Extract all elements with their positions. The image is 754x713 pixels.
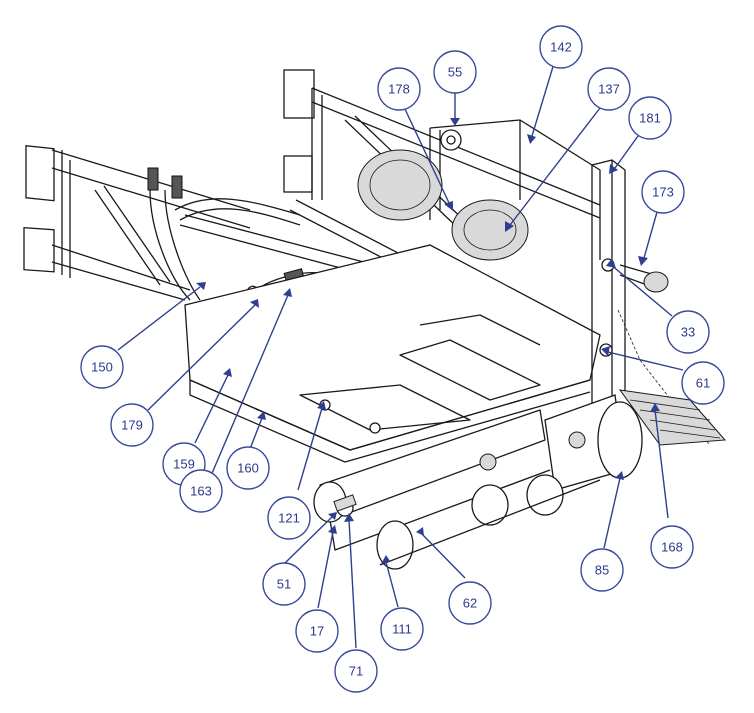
knob-center: [479, 453, 497, 471]
svg-text:71: 71: [349, 664, 363, 679]
fitting-1: [147, 167, 159, 191]
callout-bubbles: 55 142 137 178 181 173 33 61 150 179 159…: [80, 25, 725, 693]
chain: [617, 309, 711, 446]
side-post: [591, 159, 626, 406]
guard-168: [618, 389, 727, 446]
svg-text:150: 150: [91, 360, 113, 375]
svg-text:179: 179: [121, 418, 143, 433]
roller-drum-right: [597, 401, 643, 479]
svg-text:55: 55: [448, 65, 462, 80]
hose-left: [149, 189, 301, 301]
svg-text:121: 121: [278, 511, 300, 526]
svg-text:61: 61: [696, 376, 710, 391]
svg-text:173: 173: [652, 185, 674, 200]
callout-62: 62: [448, 581, 492, 625]
svg-text:159: 159: [173, 457, 195, 472]
callout-137: 137: [587, 67, 631, 111]
callout-85: 85: [580, 548, 624, 592]
callout-61: 61: [681, 361, 725, 405]
left-mount-plate-lower: [23, 226, 55, 273]
tray: [399, 314, 541, 401]
svg-text:17: 17: [310, 624, 324, 639]
callout-33: 33: [666, 310, 710, 354]
slide-rail: [299, 384, 471, 431]
svg-text:62: 62: [463, 596, 477, 611]
lower-roller-2: [471, 484, 509, 526]
callout-178: 178: [377, 67, 421, 111]
motor-right: [451, 199, 529, 261]
base-plate-front-edge: [189, 379, 591, 463]
callout-179: 179: [110, 403, 154, 447]
svg-text:51: 51: [277, 577, 291, 592]
svg-text:178: 178: [388, 82, 410, 97]
svg-text:142: 142: [550, 40, 572, 55]
top-mount-plate-2: [283, 155, 313, 193]
top-frame: [311, 87, 601, 231]
svg-text:33: 33: [681, 325, 695, 340]
top-mount-plate-1: [283, 69, 315, 119]
knob-right: [568, 431, 586, 449]
fitting-2: [171, 175, 183, 199]
callout-17: 17: [295, 609, 339, 653]
svg-text:168: 168: [661, 540, 683, 555]
left-mount-plate-upper: [25, 145, 55, 202]
callout-51: 51: [262, 562, 306, 606]
pivot-knob: [643, 271, 669, 293]
callout-150: 150: [80, 345, 124, 389]
lower-roller-3: [526, 474, 564, 516]
callout-71: 71: [334, 649, 378, 693]
callout-55: 55: [433, 50, 477, 94]
callout-111: 111: [380, 607, 424, 651]
svg-text:163: 163: [190, 484, 212, 499]
leader-lines: [117, 59, 684, 649]
svg-text:111: 111: [392, 622, 412, 637]
svg-text:137: 137: [598, 82, 620, 97]
svg-text:160: 160: [237, 461, 259, 476]
machine-line-art: [23, 69, 727, 570]
svg-text:85: 85: [595, 563, 609, 578]
callout-173: 173: [641, 170, 685, 214]
callout-163: 163: [179, 469, 223, 513]
callout-142: 142: [539, 25, 583, 69]
callout-160: 160: [226, 446, 270, 490]
callout-181: 181: [628, 96, 672, 140]
callout-168: 168: [650, 525, 694, 569]
callout-121: 121: [267, 496, 311, 540]
svg-text:181: 181: [639, 111, 661, 126]
